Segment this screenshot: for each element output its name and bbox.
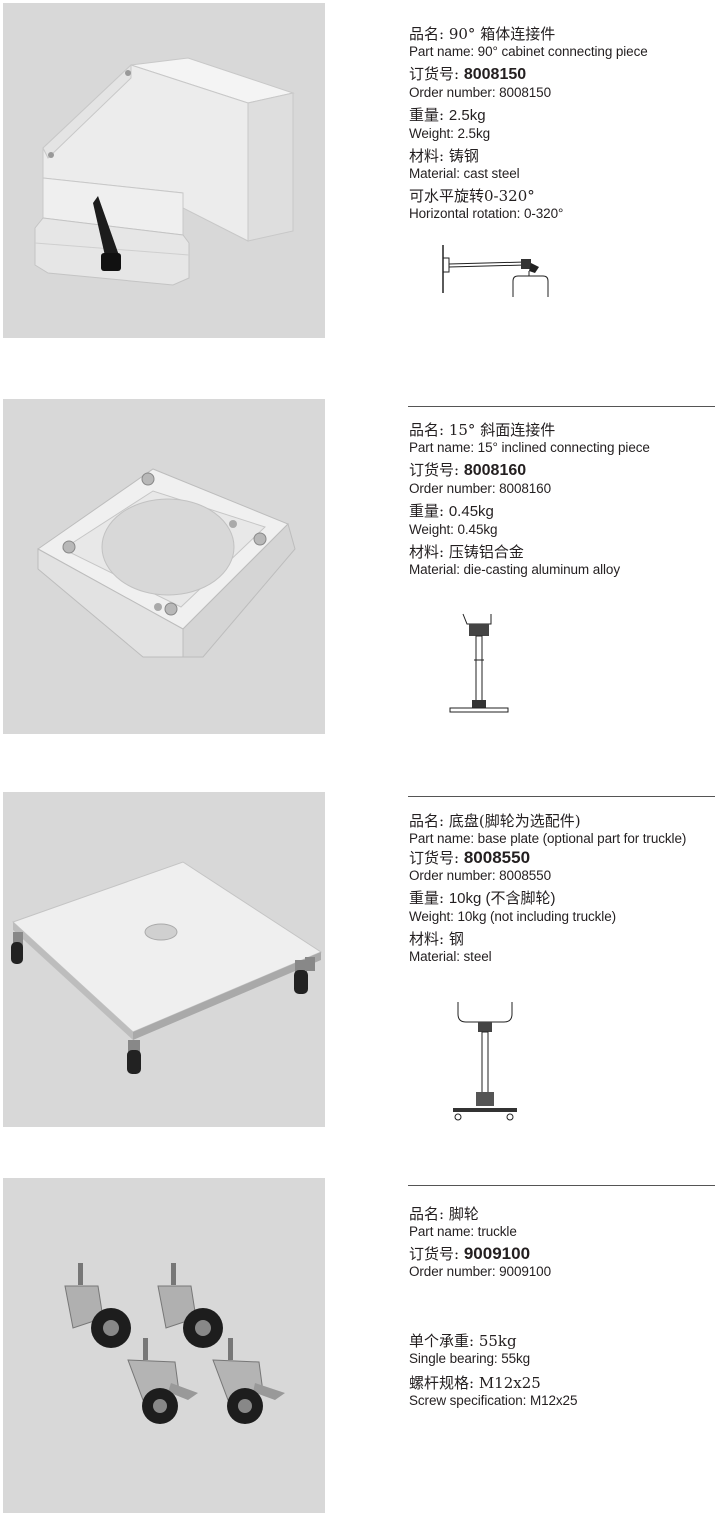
caster-wheel-icon	[64, 1263, 131, 1348]
product-photo-inclined-connector	[3, 399, 325, 734]
product-photo-truckle	[3, 1178, 325, 1513]
order-number-en: Order number: 8008160	[409, 481, 551, 496]
order-number-cn: 订货号: 8008550	[409, 848, 531, 868]
weight-cn: 重量: 0.45kg	[409, 502, 494, 520]
part-name-en: Part name: 15° inclined connecting piece	[409, 440, 650, 455]
order-number-en: Order number: 9009100	[409, 1264, 551, 1279]
product-info-base-plate: 品名: 底盘(脚轮为选配件) Part name: base plate (op…	[409, 812, 715, 970]
material-cn: 材料: 压铸铝合金	[409, 543, 524, 561]
installation-sketch-cabinet-connector	[442, 245, 549, 297]
order-number-cn: 订货号: 8008150	[409, 65, 527, 83]
order-number-cn: 订货号: 8008160	[409, 461, 527, 479]
part-name-en: Part name: 90° cabinet connecting piece	[409, 44, 648, 59]
section-divider	[408, 406, 715, 407]
screw-spec-cn: 螺杆规格: M12x25	[409, 1374, 541, 1392]
part-name-cn: 品名: 90° 箱体连接件	[409, 25, 556, 43]
weight-cn: 重量: 2.5kg	[409, 106, 486, 124]
part-name-en: Part name: truckle	[409, 1224, 517, 1239]
order-number-en: Order number: 8008150	[409, 85, 551, 100]
product-info-inclined-connector: 品名: 15° 斜面连接件 Part name: 15° inclined co…	[409, 421, 715, 583]
installation-sketch-base-plate	[453, 1002, 517, 1121]
order-number-cn: 订货号: 9009100	[409, 1244, 531, 1264]
screw-spec-en: Screw specification: M12x25	[409, 1393, 578, 1408]
material-cn: 材料: 铸钢	[409, 147, 479, 165]
product-photo-base-plate	[3, 792, 325, 1127]
bearing-cn: 单个承重: 55kg	[409, 1332, 517, 1350]
part-name-cn: 品名: 脚轮	[409, 1205, 479, 1223]
rotation-cn: 可水平旋转0-320°	[409, 187, 535, 205]
material-en: Material: cast steel	[409, 166, 520, 181]
product-info-cabinet-connector: 品名: 90° 箱体连接件 Part name: 90° cabinet con…	[409, 25, 715, 227]
part-name-en: Part name: base plate (optional part for…	[409, 831, 687, 846]
order-number-en: Order number: 8008550	[409, 868, 551, 883]
section-divider	[408, 796, 715, 797]
part-name-cn: 品名: 底盘(脚轮为选配件)	[409, 812, 581, 830]
part-name-cn: 品名: 15° 斜面连接件	[409, 421, 556, 439]
rotation-en: Horizontal rotation: 0-320°	[409, 206, 564, 221]
weight-cn: 重量: 10kg (不含脚轮)	[409, 889, 556, 907]
material-cn: 材料: 钢	[409, 930, 464, 948]
product-photo-cabinet-connector	[3, 3, 325, 338]
material-en: Material: die-casting aluminum alloy	[409, 562, 620, 577]
weight-en: Weight: 0.45kg	[409, 522, 498, 537]
bearing-en: Single bearing: 55kg	[409, 1351, 531, 1366]
weight-en: Weight: 10kg (not including truckle)	[409, 909, 617, 924]
product-info-truckle: 品名: 脚轮 Part name: truckle 订货号: 9009100 O…	[409, 1205, 715, 1414]
section-divider	[408, 1185, 715, 1186]
installation-sketch-inclined-connector	[449, 613, 509, 713]
weight-en: Weight: 2.5kg	[409, 126, 490, 141]
material-en: Material: steel	[409, 949, 492, 964]
